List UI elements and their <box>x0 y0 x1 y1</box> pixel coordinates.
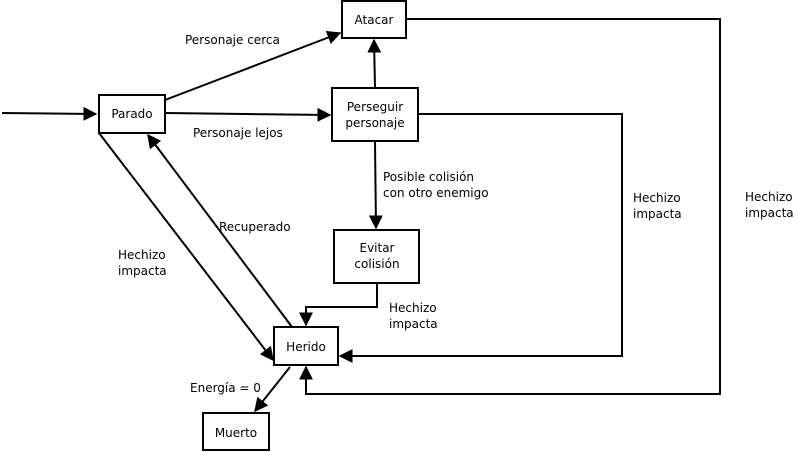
herido-to-muerto-arrow <box>254 366 291 413</box>
label-hechizo-atacar-line2: impacta <box>745 206 794 220</box>
label-personaje-cerca: Personaje cerca <box>185 33 280 47</box>
label-posible-colision-line1: Posible colisión <box>383 170 474 184</box>
label-hechizo-evitar-line2: impacta <box>389 317 438 331</box>
state-atacar: Atacar <box>341 0 407 39</box>
label-hechizo-left-line1: Hechizo <box>118 248 166 262</box>
state-parado-label: Parado <box>111 107 152 121</box>
state-parado: Parado <box>98 94 166 134</box>
perseguir-to-herido-arrow <box>338 113 623 363</box>
label-hechizo-evitar-line1: Hechizo <box>389 301 437 315</box>
initial-transition-arrow <box>1 106 98 121</box>
perseguir-to-evitar-arrow <box>368 141 383 230</box>
label-hechizo-perseguir-line1: Hechizo <box>633 191 681 205</box>
state-atacar-label: Atacar <box>355 13 394 27</box>
state-evitar-colision: Evitar colisión <box>333 229 420 284</box>
state-muerto: Muerto <box>202 412 270 451</box>
label-recuperado: Recuperado <box>219 220 291 234</box>
label-hechizo-left-line2: impacta <box>118 264 167 278</box>
state-perseguir-label-line1: Perseguir <box>347 100 403 114</box>
state-herido-label: Herido <box>286 340 326 354</box>
herido-to-parado-arrow <box>147 133 293 328</box>
evitar-to-herido-arrow <box>299 283 378 327</box>
label-hechizo-atacar-line1: Hechizo <box>745 190 793 204</box>
atacar-to-herido-arrow <box>299 18 721 395</box>
label-energia-cero: Energía = 0 <box>190 381 261 395</box>
state-herido: Herido <box>273 326 339 366</box>
state-evitar-label-line1: Evitar <box>359 241 394 255</box>
perseguir-to-atacar-arrow <box>367 38 382 88</box>
label-personaje-lejos: Personaje lejos <box>193 126 283 140</box>
state-perseguir-personaje: Perseguir personaje <box>331 87 419 142</box>
parado-to-atacar-arrow <box>164 30 342 101</box>
state-muerto-label: Muerto <box>215 426 257 440</box>
parado-to-herido-arrow <box>98 132 274 362</box>
parado-to-perseguir-arrow <box>164 107 332 122</box>
state-perseguir-label-line2: personaje <box>345 116 404 130</box>
state-evitar-label-line2: colisión <box>354 257 399 271</box>
label-hechizo-perseguir-line2: impacta <box>633 207 682 221</box>
label-posible-colision-line2: con otro enemigo <box>383 186 489 200</box>
